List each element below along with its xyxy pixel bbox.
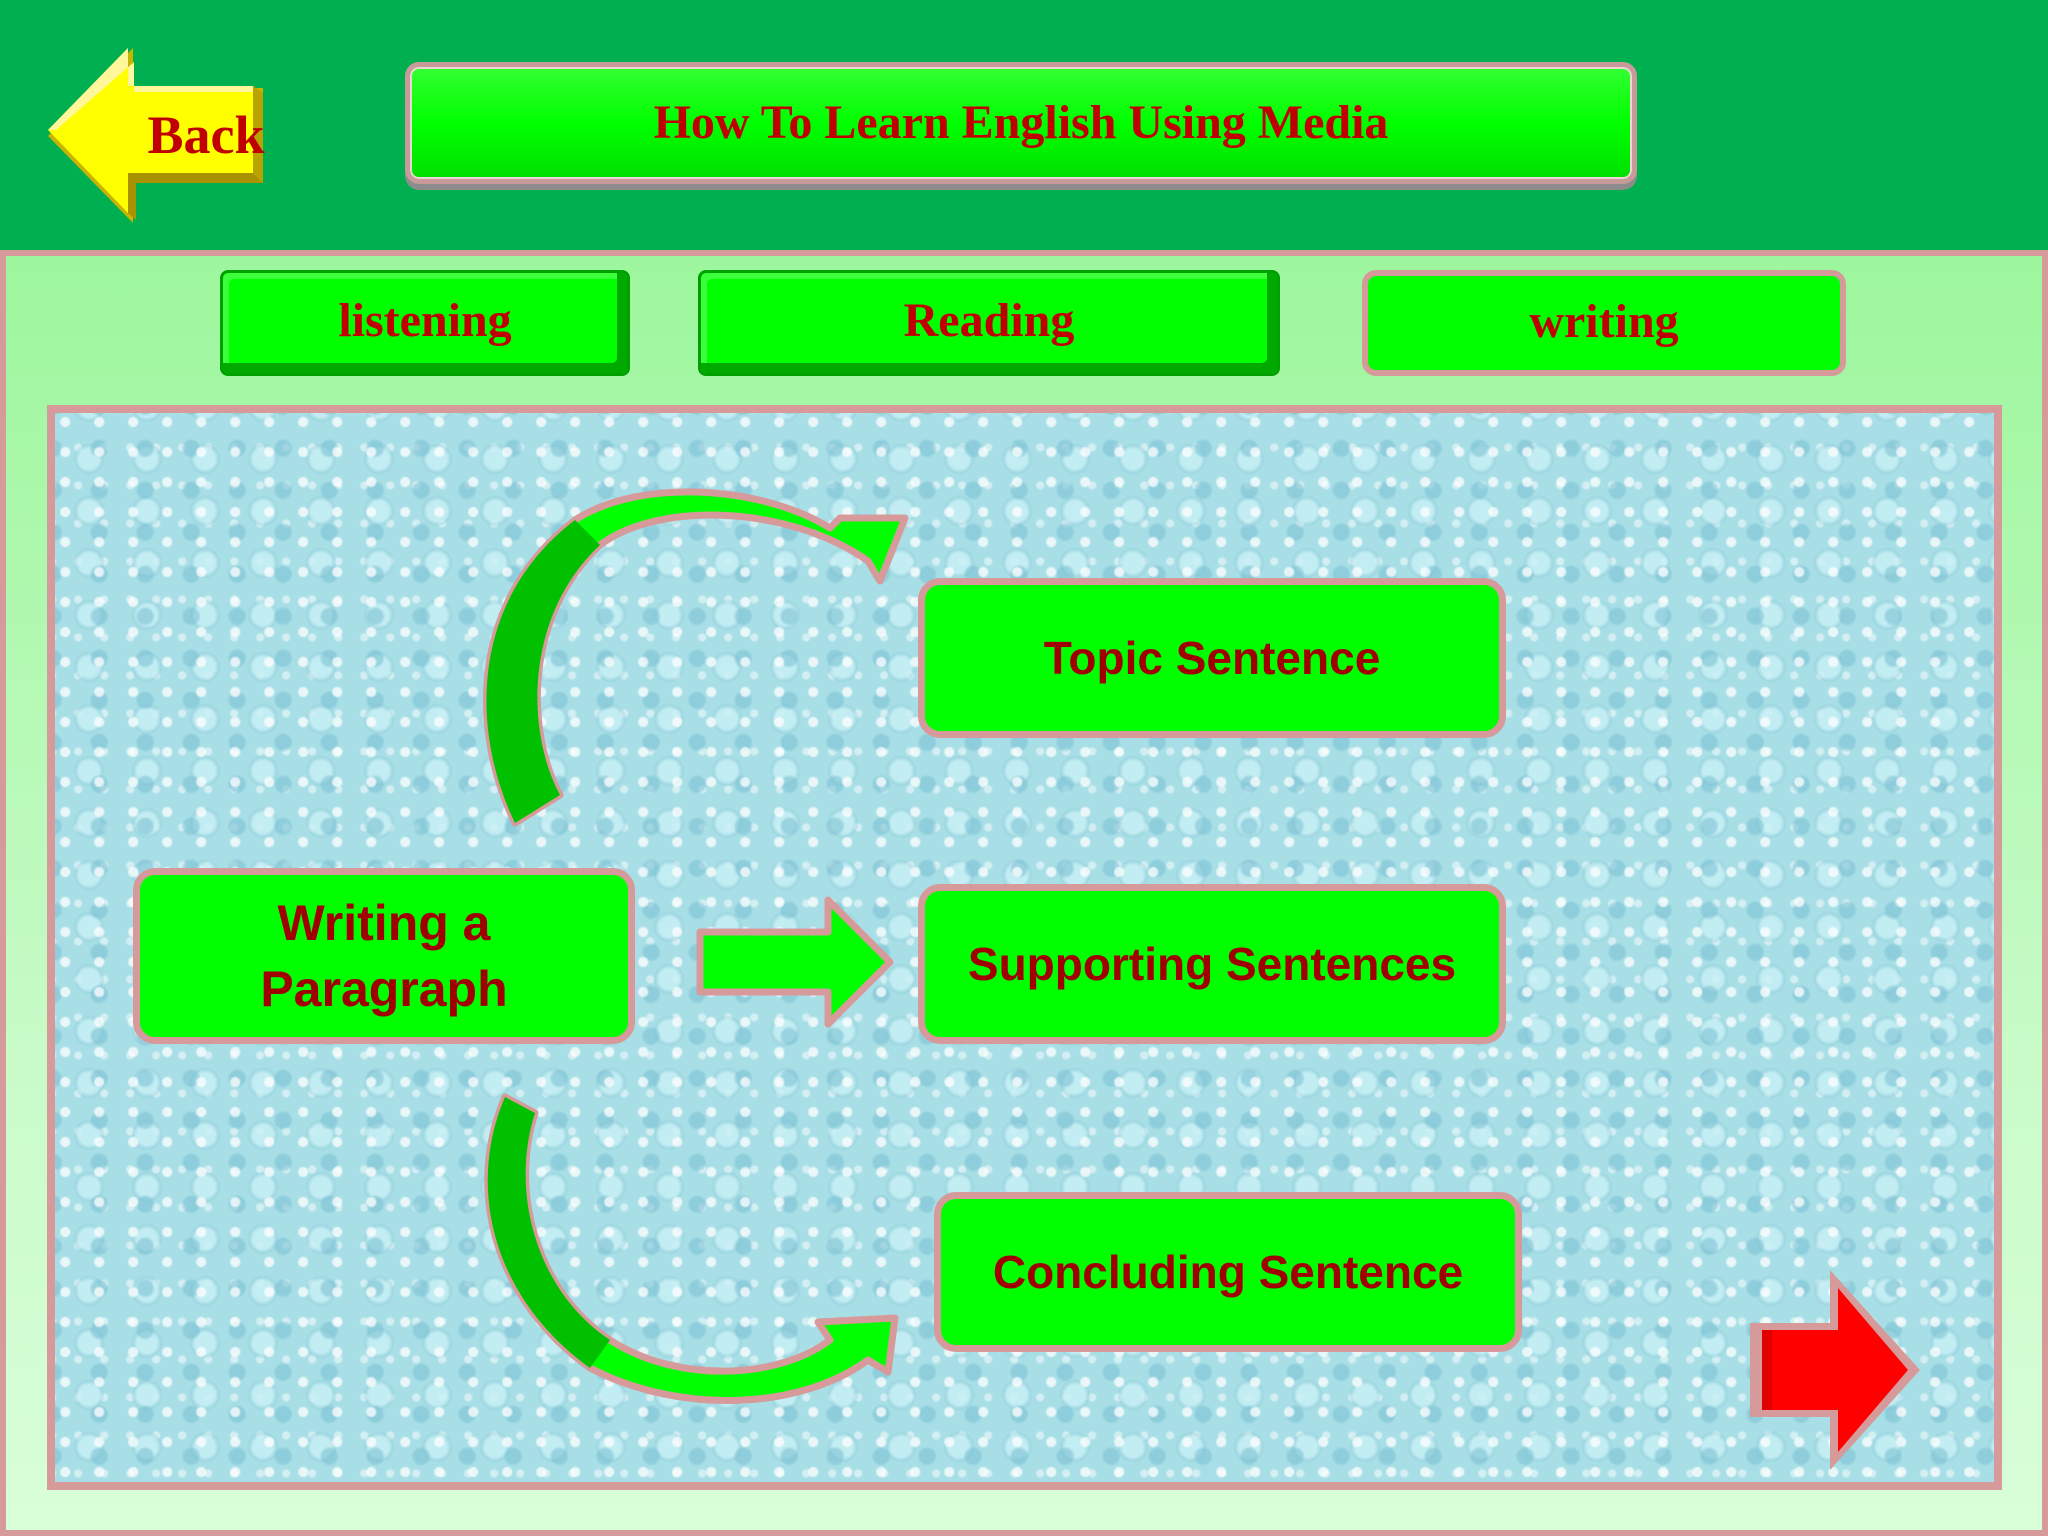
node-topic-sentence[interactable]: Topic Sentence (918, 578, 1506, 738)
back-button[interactable]: Back (48, 48, 265, 223)
node-writing-a-paragraph-line1: Writing a (277, 895, 491, 951)
next-arrow-icon (1750, 1270, 1920, 1470)
node-concluding-sentence-label: Concluding Sentence (992, 1246, 1464, 1298)
node-concluding-sentence[interactable]: Concluding Sentence (934, 1192, 1522, 1352)
node-writing-a-paragraph-line2: Paragraph (260, 961, 508, 1017)
next-button[interactable] (1750, 1270, 1920, 1470)
tab-writing[interactable]: writing (1362, 270, 1846, 376)
frame-edge-bottom (0, 1530, 2048, 1536)
tab-listening[interactable]: listening (220, 270, 630, 376)
header-divider (0, 250, 2048, 256)
node-supporting-sentences[interactable]: Supporting Sentences (918, 884, 1506, 1044)
frame-edge-left (0, 256, 6, 1536)
tab-reading[interactable]: Reading (698, 270, 1280, 376)
node-topic-sentence-label: Topic Sentence (1043, 632, 1381, 684)
frame-edge-right (2042, 256, 2048, 1536)
back-button-label: Back (147, 105, 265, 165)
page-title: How To Learn English Using Media (405, 62, 1637, 184)
back-arrow-icon (48, 48, 263, 223)
node-supporting-sentences-label: Supporting Sentences (967, 938, 1457, 990)
node-writing-a-paragraph[interactable]: Writing a Paragraph (133, 868, 635, 1044)
